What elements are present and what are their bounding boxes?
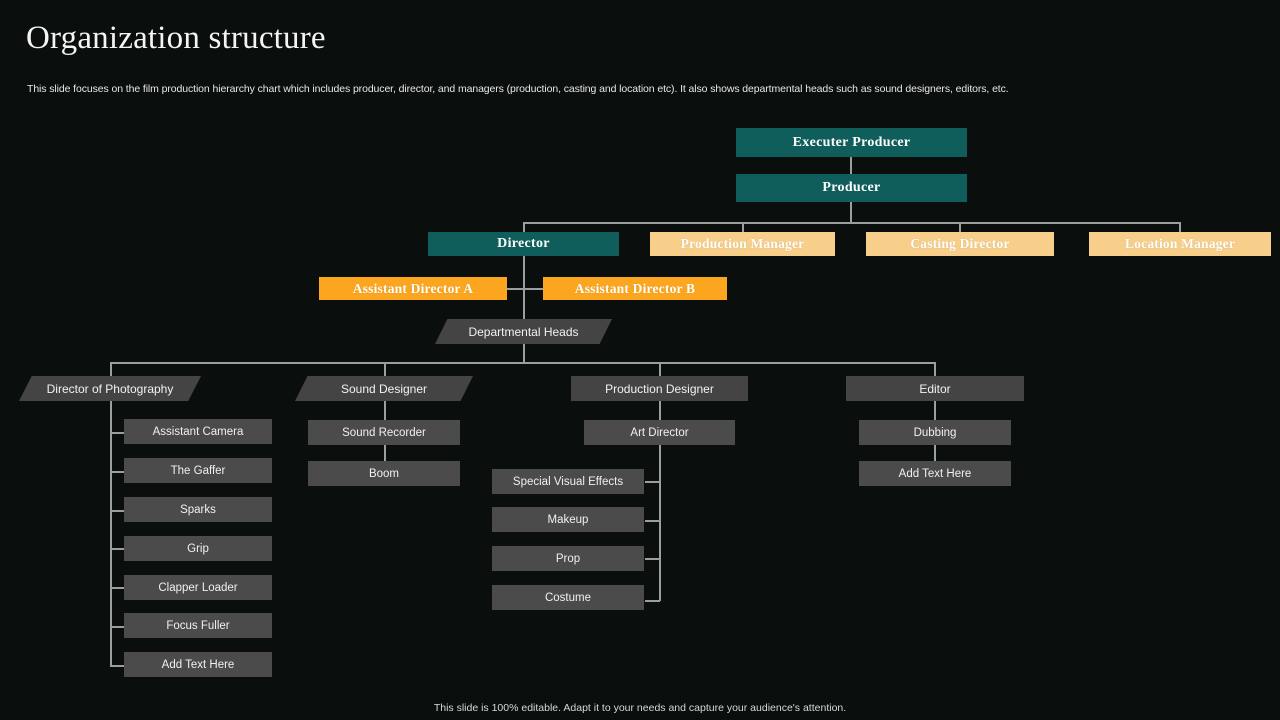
connector-drop-location-manager bbox=[1179, 222, 1181, 233]
node-assistant-director-b[interactable]: Assistant Director B bbox=[543, 277, 727, 300]
node-art-director[interactable]: Art Director bbox=[584, 420, 735, 445]
node-editor-child[interactable]: Add Text Here bbox=[859, 461, 1011, 486]
connector-drop-production-designer bbox=[659, 362, 661, 377]
node-assistant-director-a[interactable]: Assistant Director A bbox=[319, 277, 507, 300]
connector-drop-photography bbox=[110, 362, 112, 377]
node-director[interactable]: Director bbox=[428, 232, 619, 256]
connector-art-director-stub-3 bbox=[645, 558, 660, 560]
connector-dept-heads-down bbox=[523, 344, 525, 362]
connector-production-designer-spine bbox=[659, 401, 661, 601]
node-art-director-child[interactable]: Makeup bbox=[492, 507, 644, 532]
connector-photography-stub-5 bbox=[110, 587, 124, 589]
connector-photography-stub-4 bbox=[110, 548, 124, 550]
node-departmental-heads[interactable]: Departmental Heads bbox=[435, 319, 612, 344]
connector-photography-stub-3 bbox=[110, 510, 124, 512]
node-executive-producer[interactable]: Executer Producer bbox=[736, 128, 967, 157]
footer-note: This slide is 100% editable. Adapt it to… bbox=[433, 702, 847, 714]
node-boom[interactable]: Boom bbox=[308, 461, 460, 486]
node-photography-child[interactable]: Focus Fuller bbox=[124, 613, 272, 638]
connector-photography-rail bbox=[110, 401, 112, 665]
node-art-director-child[interactable]: Special Visual Effects bbox=[492, 469, 644, 494]
connector-manager-bus bbox=[523, 222, 1180, 224]
node-production-manager[interactable]: Production Manager bbox=[650, 232, 835, 256]
node-sound-designer[interactable]: Sound Designer bbox=[295, 376, 473, 401]
connector-art-director-stub-4 bbox=[645, 600, 660, 602]
node-art-director-child[interactable]: Costume bbox=[492, 585, 644, 610]
connector-dept-heads-bus bbox=[110, 362, 935, 364]
page-title: Organization structure bbox=[26, 20, 326, 56]
node-director-of-photography[interactable]: Director of Photography bbox=[19, 376, 201, 401]
node-photography-child[interactable]: Clapper Loader bbox=[124, 575, 272, 600]
connector-photography-stub-2 bbox=[110, 471, 124, 473]
node-producer[interactable]: Producer bbox=[736, 174, 967, 202]
connector-drop-production-manager bbox=[742, 222, 744, 233]
connector-drop-casting-director bbox=[959, 222, 961, 233]
connector-exec-to-producer bbox=[850, 157, 852, 174]
node-sound-recorder[interactable]: Sound Recorder bbox=[308, 420, 460, 445]
node-casting-director[interactable]: Casting Director bbox=[866, 232, 1054, 256]
connector-drop-director bbox=[523, 222, 525, 233]
connector-photography-stub-1 bbox=[110, 432, 124, 434]
connector-photography-stub-7 bbox=[110, 665, 124, 667]
node-photography-child[interactable]: The Gaffer bbox=[124, 458, 272, 483]
connector-drop-sound-designer bbox=[384, 362, 386, 377]
connector-photography-stub-6 bbox=[110, 626, 124, 628]
connector-art-director-stub-2 bbox=[645, 520, 660, 522]
node-photography-child[interactable]: Add Text Here bbox=[124, 652, 272, 677]
node-photography-child[interactable]: Assistant Camera bbox=[124, 419, 272, 444]
node-production-designer[interactable]: Production Designer bbox=[571, 376, 748, 401]
node-editor[interactable]: Editor bbox=[846, 376, 1024, 401]
connector-art-director-stub-1 bbox=[645, 481, 660, 483]
node-photography-child[interactable]: Sparks bbox=[124, 497, 272, 522]
node-art-director-child[interactable]: Prop bbox=[492, 546, 644, 571]
connector-drop-editor bbox=[934, 362, 936, 377]
node-photography-child[interactable]: Grip bbox=[124, 536, 272, 561]
node-dubbing[interactable]: Dubbing bbox=[859, 420, 1011, 445]
connector-producer-down bbox=[850, 202, 852, 223]
node-location-manager[interactable]: Location Manager bbox=[1089, 232, 1271, 256]
page-subtitle: This slide focuses on the film productio… bbox=[27, 83, 1009, 95]
connector-assistant-directors-bar bbox=[506, 288, 544, 290]
